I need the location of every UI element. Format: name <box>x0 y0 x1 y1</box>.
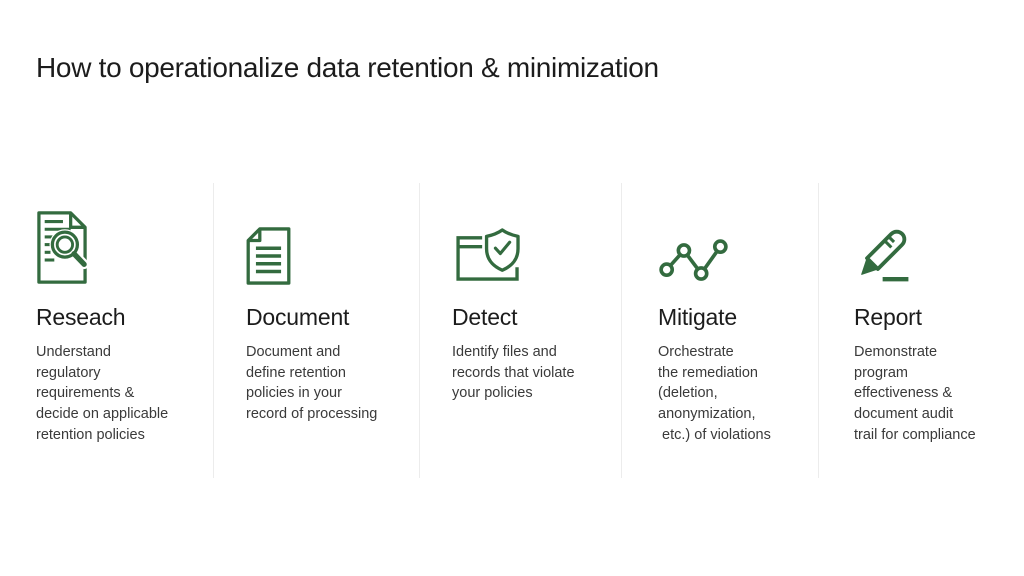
steps-row: Reseach Understand regulatory requiremen… <box>36 183 990 478</box>
page-title: How to operationalize data retention & m… <box>36 52 659 83</box>
step-column-reseach: Reseach Understand regulatory requiremen… <box>36 183 213 478</box>
step-description: Orchestrate the remediation (deletion, a… <box>658 344 771 443</box>
step-description: Identify files and records that violate … <box>452 344 575 402</box>
step-icon-box <box>452 183 621 285</box>
research-document-magnifier-icon <box>37 211 88 284</box>
step-column-report: Report Demonstrate program effectiveness… <box>818 183 990 478</box>
step-icon-box <box>36 183 213 285</box>
step-description: Document and define retention policies i… <box>246 344 378 423</box>
step-column-detect: Detect Identify files and records that v… <box>419 183 621 478</box>
step-icon-box <box>246 183 419 285</box>
step-column-document: Document Document and define retention p… <box>213 183 419 478</box>
step-heading: Detect <box>452 304 518 330</box>
step-heading: Reseach <box>36 304 126 330</box>
step-description: Understand regulatory requirements & dec… <box>36 344 169 443</box>
step-description: Demonstrate program effectiveness & docu… <box>854 344 976 443</box>
step-icon-box <box>658 183 818 285</box>
pencil-underline-icon <box>861 229 909 282</box>
step-heading: Document <box>246 304 350 330</box>
folder-shield-check-icon <box>456 228 523 281</box>
zigzag-chart-nodes-icon <box>659 239 728 281</box>
step-heading: Mitigate <box>658 304 737 330</box>
step-heading: Report <box>854 304 922 330</box>
step-column-mitigate: Mitigate Orchestrate the remediation (de… <box>621 183 818 478</box>
step-icon-box <box>854 183 990 285</box>
document-lines-icon <box>246 227 291 285</box>
